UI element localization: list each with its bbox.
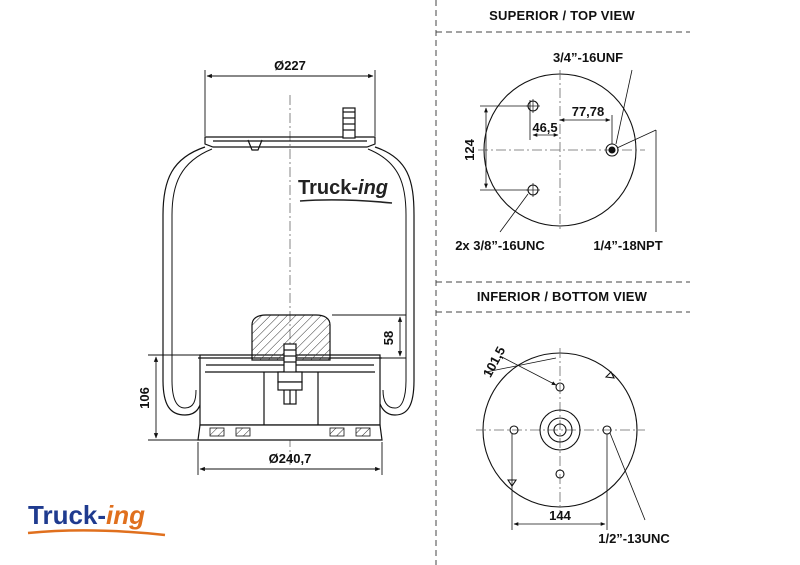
bottom-diameter-label: Ø240,7 <box>269 451 312 466</box>
top-diameter-label: Ø227 <box>274 58 306 73</box>
bottom-view-header: INFERIOR / BOTTOM VIEW <box>477 289 648 304</box>
piston-height-label: 58 <box>381 331 396 345</box>
top-plate <box>204 136 376 148</box>
watermark-ing: ing <box>358 177 388 199</box>
side-dimensions <box>148 70 406 475</box>
top-view <box>478 69 657 233</box>
height-label: 106 <box>137 387 152 409</box>
top-view-header: SUPERIOR / TOP VIEW <box>489 8 635 23</box>
center-boss <box>539 409 581 451</box>
watermark: Truck-ing <box>298 177 393 204</box>
side-view <box>162 95 415 465</box>
offset-large-label: 77,78 <box>572 104 605 119</box>
svg-text:Truck-ing: Truck-ing <box>298 177 388 199</box>
holes-label: 2x 3/8”-16UNC <box>455 238 545 253</box>
logo-swoosh <box>27 529 166 537</box>
bolt-label: 1/2”-13UNC <box>598 531 670 546</box>
piston-base <box>197 424 383 441</box>
svg-text:Truck-ing: Truck-ing <box>28 500 145 530</box>
width-dim-label: 144 <box>549 508 571 523</box>
bottom-hole-bottom <box>555 469 565 479</box>
brand-logo: Truck-ing <box>27 500 166 537</box>
angle-dim-label: 101,5 <box>480 344 509 380</box>
bumper <box>251 314 331 361</box>
logo-ing: ing <box>106 500 145 530</box>
offset-small-label: 46,5 <box>532 120 557 135</box>
bottom-hole-left <box>509 425 519 435</box>
port-label: 1/4”-18NPT <box>593 238 662 253</box>
logo-main: Truck- <box>28 500 106 530</box>
bottom-hole-top <box>555 382 565 392</box>
panel-dividers <box>435 0 690 565</box>
bellow-inner <box>171 148 407 409</box>
bottom-view <box>476 348 646 530</box>
vertical-124-label: 124 <box>462 138 477 160</box>
watermark-main: Truck- <box>298 177 358 199</box>
thread-top-label: 3/4”-16UNF <box>553 50 623 65</box>
bellow-outer <box>162 146 415 416</box>
